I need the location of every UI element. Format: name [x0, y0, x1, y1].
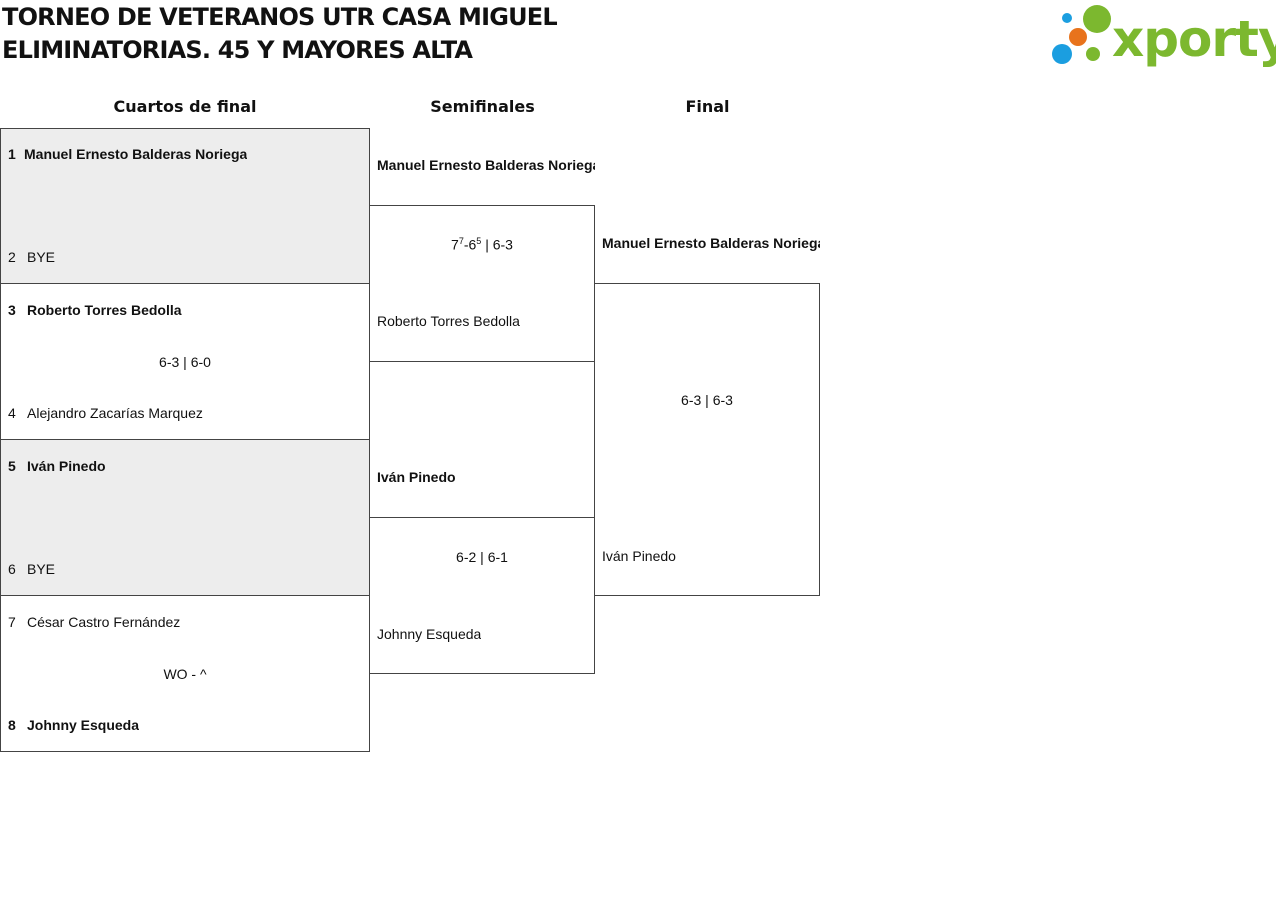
logo-dot-small-blue — [1062, 13, 1072, 23]
logo-dot-orange — [1069, 28, 1087, 46]
qf4-score: WO - ^ — [163, 666, 207, 682]
tournament-title: TORNEO DE VETERANOS UTR CASA MIGUEL — [2, 3, 558, 31]
qf2-score: 6-3 | 6-0 — [159, 354, 211, 370]
sf2-player1[interactable]: Iván Pinedo — [377, 469, 456, 485]
sf1-player1[interactable]: Manuel Ernesto Balderas Noriega — [377, 157, 595, 173]
seed: 8 — [8, 717, 16, 733]
qf3-player2[interactable]: 6 BYE — [8, 561, 55, 577]
logo-dot-green-bottom — [1086, 47, 1100, 61]
logo-text: xporty — [1112, 10, 1276, 68]
player-name: Alejandro Zacarías Marquez — [27, 405, 203, 421]
seed: 3 — [8, 302, 16, 318]
seed: 1 — [8, 146, 16, 162]
logo-dot-green-top — [1083, 5, 1111, 33]
qf4-player1[interactable]: 7 César Castro Fernández — [8, 614, 180, 630]
player-name: Manuel Ernesto Balderas Noriega — [24, 146, 248, 162]
player-name: BYE — [27, 561, 56, 577]
sf2-score: 6-2 | 6-1 — [456, 549, 508, 565]
qf2-player2[interactable]: 4 Alejandro Zacarías Marquez — [8, 405, 203, 421]
round-title-quarterfinals: Cuartos de final — [113, 97, 257, 116]
qf-match-4: 7 César Castro Fernández WO - ^ 8 Johnny E… — [0, 595, 370, 752]
player-name: Roberto Torres Bedolla — [27, 302, 182, 318]
seed: 7 — [8, 614, 16, 630]
qf4-player2[interactable]: 8 Johnny Esqueda — [8, 717, 139, 733]
seed: 2 — [8, 249, 16, 265]
qf1-player2[interactable]: 2 BYE — [8, 249, 55, 265]
set1-tiebreak-a: 7 — [458, 236, 464, 246]
qf1-player1[interactable]: 1 Manuel Ernesto Balderas Noriega — [8, 146, 247, 162]
qf-match-2: 3 Roberto Torres Bedolla 6-3 | 6-0 4 Aleja… — [0, 283, 370, 440]
logo-dot-blue — [1052, 44, 1072, 64]
seed: 5 — [8, 458, 16, 474]
sf1-score: 77-65 | 6-3 — [451, 236, 513, 253]
player-name: César Castro Fernández — [27, 614, 181, 630]
qf2-player1[interactable]: 3 Roberto Torres Bedolla — [8, 302, 182, 318]
sf1-player2[interactable]: Roberto Torres Bedolla — [377, 313, 520, 329]
final-player1[interactable]: Manuel Ernesto Balderas Noriega — [602, 235, 820, 251]
set1-games-b: 6 — [468, 236, 477, 253]
xporty-logo[interactable]: xporty — [1050, 4, 1276, 68]
sf2-player2[interactable]: Johnny Esqueda — [377, 626, 482, 642]
sf-match-2: 6-2 | 6-1 Johnny Esqueda — [369, 517, 595, 674]
set1-tiebreak-b: 5 — [476, 236, 482, 246]
player-name: Iván Pinedo — [27, 458, 106, 474]
seed: 4 — [8, 405, 16, 421]
round-title-final: Final — [685, 97, 730, 116]
player-name: Johnny Esqueda — [27, 717, 140, 733]
round-title-semifinals: Semifinales — [430, 97, 535, 116]
bracket-subtitle: ELIMINATORIAS. 45 Y MAYORES ALTA — [2, 36, 473, 64]
qf3-player1[interactable]: 5 Iván Pinedo — [8, 458, 106, 474]
qf-match-1: 1 Manuel Ernesto Balderas Noriega 2 BYE — [0, 128, 370, 284]
sf1-score-rest: | 6-3 — [481, 236, 513, 253]
final-score: 6-3 | 6-3 — [681, 392, 733, 408]
final-match: 6-3 | 6-3 Iván Pinedo — [594, 283, 820, 596]
player-name: BYE — [27, 249, 56, 265]
final-player2[interactable]: Iván Pinedo — [602, 548, 676, 564]
seed: 6 — [8, 561, 16, 577]
sf-match-1: 77-65 | 6-3 Roberto Torres Bedolla — [369, 205, 595, 362]
qf-match-3: 5 Iván Pinedo 6 BYE — [0, 439, 370, 596]
set1-games-a: 7 — [451, 236, 459, 253]
